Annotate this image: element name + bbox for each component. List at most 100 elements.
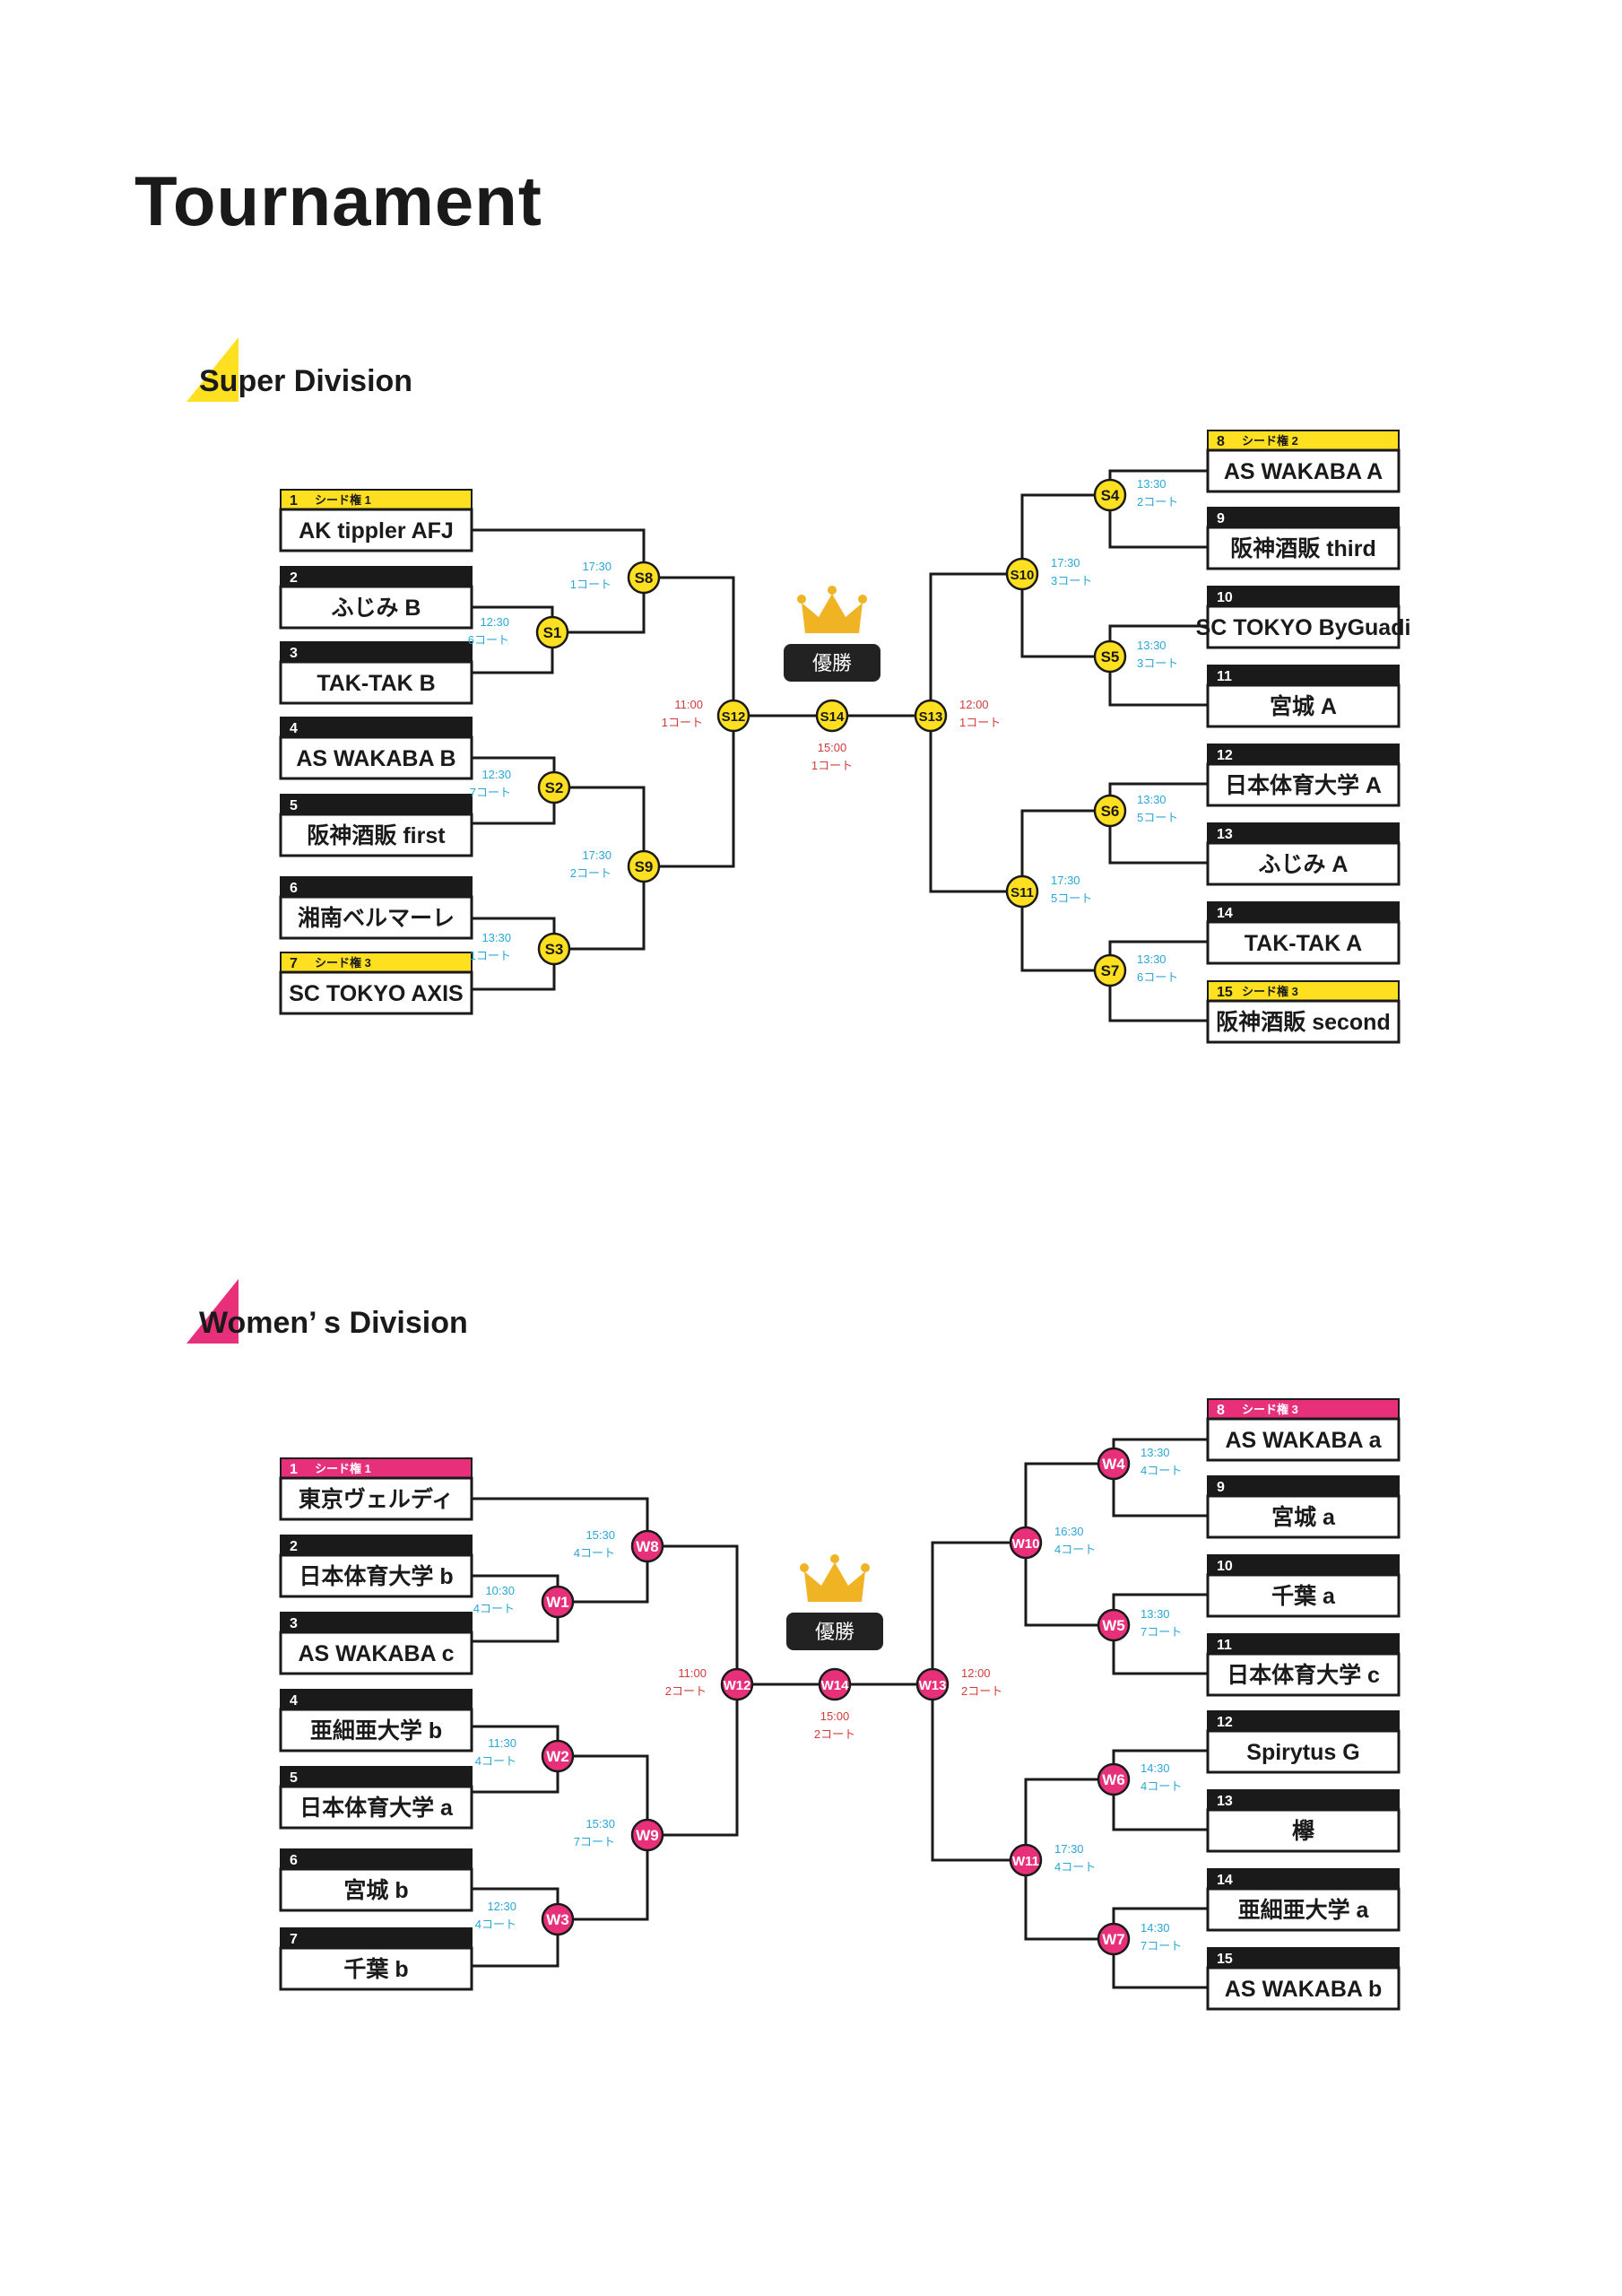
bracket-connector-line bbox=[472, 1725, 559, 1741]
bracket-connector-line bbox=[472, 756, 556, 772]
bracket-connector-line bbox=[472, 917, 556, 934]
bracket-connector-line bbox=[1112, 1438, 1208, 1448]
champion-area: 優勝 bbox=[786, 1554, 883, 1650]
match-time: 17:30 bbox=[582, 560, 612, 573]
team-name-box bbox=[1206, 1729, 1401, 1774]
team-number: 4 bbox=[290, 721, 298, 736]
team-name: 東京ヴェルディ bbox=[299, 1486, 454, 1512]
match-court: 1コート bbox=[662, 716, 703, 729]
bracket-connector-line bbox=[1024, 1462, 1098, 1527]
pink-triangle-marker bbox=[186, 1279, 239, 1344]
bracket-connector-line bbox=[569, 882, 646, 951]
bracket-connector-line bbox=[1108, 510, 1208, 549]
bracket-connector-line bbox=[472, 1617, 559, 1643]
team-number: 11 bbox=[1217, 1638, 1232, 1653]
bracket-connector-line bbox=[659, 576, 735, 700]
match-court: 1コート bbox=[959, 716, 1001, 729]
match-id: S11 bbox=[1010, 885, 1034, 900]
match-court: 4コート bbox=[1141, 1779, 1182, 1793]
team-name: Spirytus G bbox=[1246, 1740, 1359, 1765]
team-header-bar bbox=[280, 1927, 473, 1949]
bracket-connector-line bbox=[1020, 907, 1095, 972]
bracket-connector-line bbox=[472, 1935, 559, 1968]
bracket-connector-line bbox=[472, 605, 554, 617]
team-name: 千葉 b bbox=[343, 1957, 408, 1982]
match-court: 2コート bbox=[665, 1684, 707, 1698]
match-court: 4コート bbox=[1054, 1860, 1096, 1874]
team-header-bar bbox=[280, 952, 473, 973]
team-header-bar bbox=[1207, 1633, 1400, 1655]
match-circle bbox=[1009, 1526, 1043, 1560]
match-id: W6 bbox=[1102, 1771, 1125, 1788]
team-name: SC TOKYO AXIS bbox=[289, 981, 463, 1006]
team-name: 千葉 a bbox=[1271, 1584, 1336, 1609]
team-number: 10 bbox=[1217, 590, 1233, 605]
match-court: 5コート bbox=[1137, 811, 1178, 824]
team-name-box bbox=[279, 1476, 473, 1521]
match-court: 2コート bbox=[570, 866, 612, 880]
match-circle bbox=[1093, 478, 1127, 512]
match-court: 7コート bbox=[1141, 1939, 1182, 1952]
match-circle bbox=[1005, 557, 1039, 591]
match-circle bbox=[720, 1667, 754, 1701]
crown-jewel-icon bbox=[828, 586, 837, 595]
match-circle bbox=[627, 561, 661, 595]
match-circle bbox=[535, 615, 569, 649]
bracket-connector-line bbox=[1112, 1593, 1208, 1610]
match-circle bbox=[1093, 794, 1127, 828]
team-number: 12 bbox=[1217, 1715, 1233, 1730]
team-header-bar bbox=[280, 794, 473, 815]
match-time: 17:30 bbox=[1051, 874, 1080, 887]
match-circle bbox=[541, 1902, 575, 1936]
match-time: 13:30 bbox=[1137, 793, 1167, 806]
match-time: 12:30 bbox=[481, 768, 511, 781]
match-id: S4 bbox=[1101, 487, 1120, 504]
women-division-title: Women’ s Division bbox=[199, 1306, 468, 1340]
bracket-connector-line bbox=[1112, 1640, 1208, 1675]
team-header-bar bbox=[280, 641, 473, 663]
match-id: S10 bbox=[1010, 568, 1035, 583]
match-time: 17:30 bbox=[582, 848, 612, 862]
team-name: AS WAKABA b bbox=[1225, 1977, 1382, 2002]
team-number: 2 bbox=[290, 1539, 298, 1554]
match-time: 15:00 bbox=[818, 741, 847, 754]
team-number: 6 bbox=[290, 1853, 298, 1868]
match-court: 6コート bbox=[1137, 970, 1178, 984]
bracket-connector-line bbox=[472, 528, 646, 562]
match-time: 15:30 bbox=[585, 1528, 615, 1542]
match-id: S12 bbox=[722, 709, 746, 725]
team-header-bar bbox=[280, 566, 473, 587]
match-time: 13:30 bbox=[1141, 1607, 1170, 1621]
bracket-connector-line bbox=[1108, 826, 1208, 865]
team-name-box bbox=[1206, 1494, 1401, 1539]
team-name-box bbox=[1206, 1887, 1401, 1932]
team-name: AS WAKABA a bbox=[1225, 1428, 1382, 1453]
match-circle bbox=[630, 1818, 664, 1852]
match-circle bbox=[1097, 1608, 1131, 1642]
match-id: W14 bbox=[821, 1678, 850, 1693]
bracket-connector-line bbox=[1112, 1749, 1208, 1764]
match-time: 17:30 bbox=[1054, 1842, 1084, 1856]
team-number: 15 bbox=[1217, 985, 1233, 1000]
team-number: 3 bbox=[290, 1616, 298, 1631]
team-number: 14 bbox=[1217, 906, 1233, 921]
bracket-connector-line bbox=[1108, 672, 1208, 707]
bracket-connector-line bbox=[663, 1544, 739, 1669]
match-court: 3コート bbox=[1137, 657, 1178, 670]
team-header-bar bbox=[1207, 1868, 1400, 1890]
match-time: 13:30 bbox=[1137, 639, 1167, 652]
match-id: W3 bbox=[546, 1911, 569, 1928]
